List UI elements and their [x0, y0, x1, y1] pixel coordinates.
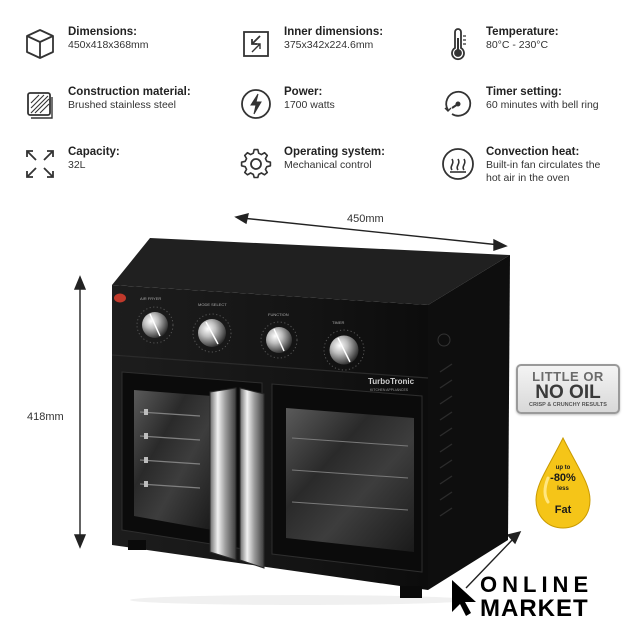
- brand-subtitle: KITCHEN APPLIANCES: [370, 388, 409, 392]
- spec-label: Inner dimensions:: [284, 26, 384, 38]
- spec-label: Operating system:: [284, 146, 385, 158]
- spec-value: 80°C - 230°C: [486, 39, 549, 51]
- spec-label: Power:: [284, 86, 323, 98]
- spec-label: Temperature:: [486, 26, 559, 38]
- spec-label: Timer setting:: [486, 86, 562, 98]
- left-door-handle: [209, 387, 237, 561]
- left-door-window: [134, 390, 212, 530]
- height-label: 418mm: [27, 411, 64, 423]
- spec-value: 1700 watts: [284, 99, 335, 111]
- no-oil-line3: CRISP & CRUNCHY RESULTS: [529, 402, 607, 408]
- spec-value: 60 minutes with bell ring: [486, 99, 599, 111]
- spec-dimensions: Dimensions: 450x418x368mm: [22, 26, 149, 62]
- online-market-logo: ONLINE MARKET: [458, 574, 608, 622]
- heat-waves-icon: [440, 146, 476, 182]
- control-knobs: [136, 306, 365, 371]
- spec-value: hot air in the oven: [486, 172, 570, 184]
- fat-line2: -80%: [550, 472, 576, 484]
- oven-side-panel: [428, 255, 510, 590]
- timer-icon: [440, 86, 476, 122]
- spec-convection: Convection heat: Built-in fan circulates…: [440, 146, 600, 185]
- spec-value: 375x342x224.6mm: [284, 39, 374, 51]
- brand-name: TurboTronic: [368, 377, 415, 386]
- cube-icon: [22, 26, 58, 62]
- spec-label: Convection heat:: [486, 146, 580, 158]
- spec-label: Dimensions:: [68, 26, 138, 38]
- spec-value: 32L: [68, 159, 86, 171]
- spec-timer: Timer setting: 60 minutes with bell ring: [440, 86, 599, 122]
- spec-label: Capacity:: [68, 146, 120, 158]
- right-door-window: [286, 408, 414, 552]
- logo-line2: MARKET: [480, 595, 589, 622]
- spec-power: Power: 1700 watts: [238, 86, 335, 122]
- knob-label-3: FUNCTION: [268, 312, 289, 317]
- width-label: 450mm: [347, 213, 384, 225]
- power-icon: [238, 86, 274, 122]
- spec-value: Mechanical control: [284, 159, 372, 171]
- spec-value: 450x418x368mm: [68, 39, 149, 51]
- expand-arrows-icon: [22, 146, 58, 182]
- no-oil-badge: LITTLE OR NO OIL CRISP & CRUNCHY RESULTS: [516, 364, 620, 414]
- spec-value: Built-in fan circulates the: [486, 159, 601, 171]
- logo-line1: ONLINE: [480, 572, 594, 597]
- fat-line4: Fat: [554, 504, 572, 516]
- knob-label-1: AIR FRYER: [140, 296, 161, 301]
- spec-inner-dimensions: Inner dimensions: 375x342x224.6mm: [238, 26, 383, 62]
- brushed-steel-icon: [22, 86, 58, 122]
- spec-operating-system: Operating system: Mechanical control: [238, 146, 385, 182]
- gear-icon: [238, 146, 274, 182]
- spec-value: Brushed stainless steel: [68, 99, 176, 111]
- spec-label: Construction material:: [68, 86, 191, 98]
- right-door-handle: [239, 387, 265, 569]
- fat-line1: up to: [555, 465, 571, 471]
- inner-dimensions-icon: [238, 26, 274, 62]
- power-indicator-light: [114, 293, 126, 303]
- no-oil-line1: LITTLE OR: [532, 369, 604, 384]
- thermometer-icon: [440, 26, 476, 62]
- fat-line3: less: [557, 486, 569, 492]
- spec-temperature: Temperature: 80°C - 230°C: [440, 26, 559, 62]
- knob-label-4: TIMER: [332, 320, 345, 325]
- knob-label-2: MODE SELECT: [198, 302, 227, 307]
- no-oil-line2: NO OIL: [535, 382, 601, 403]
- spec-capacity: Capacity: 32L: [22, 146, 120, 182]
- spec-construction: Construction material: Brushed stainless…: [22, 86, 191, 122]
